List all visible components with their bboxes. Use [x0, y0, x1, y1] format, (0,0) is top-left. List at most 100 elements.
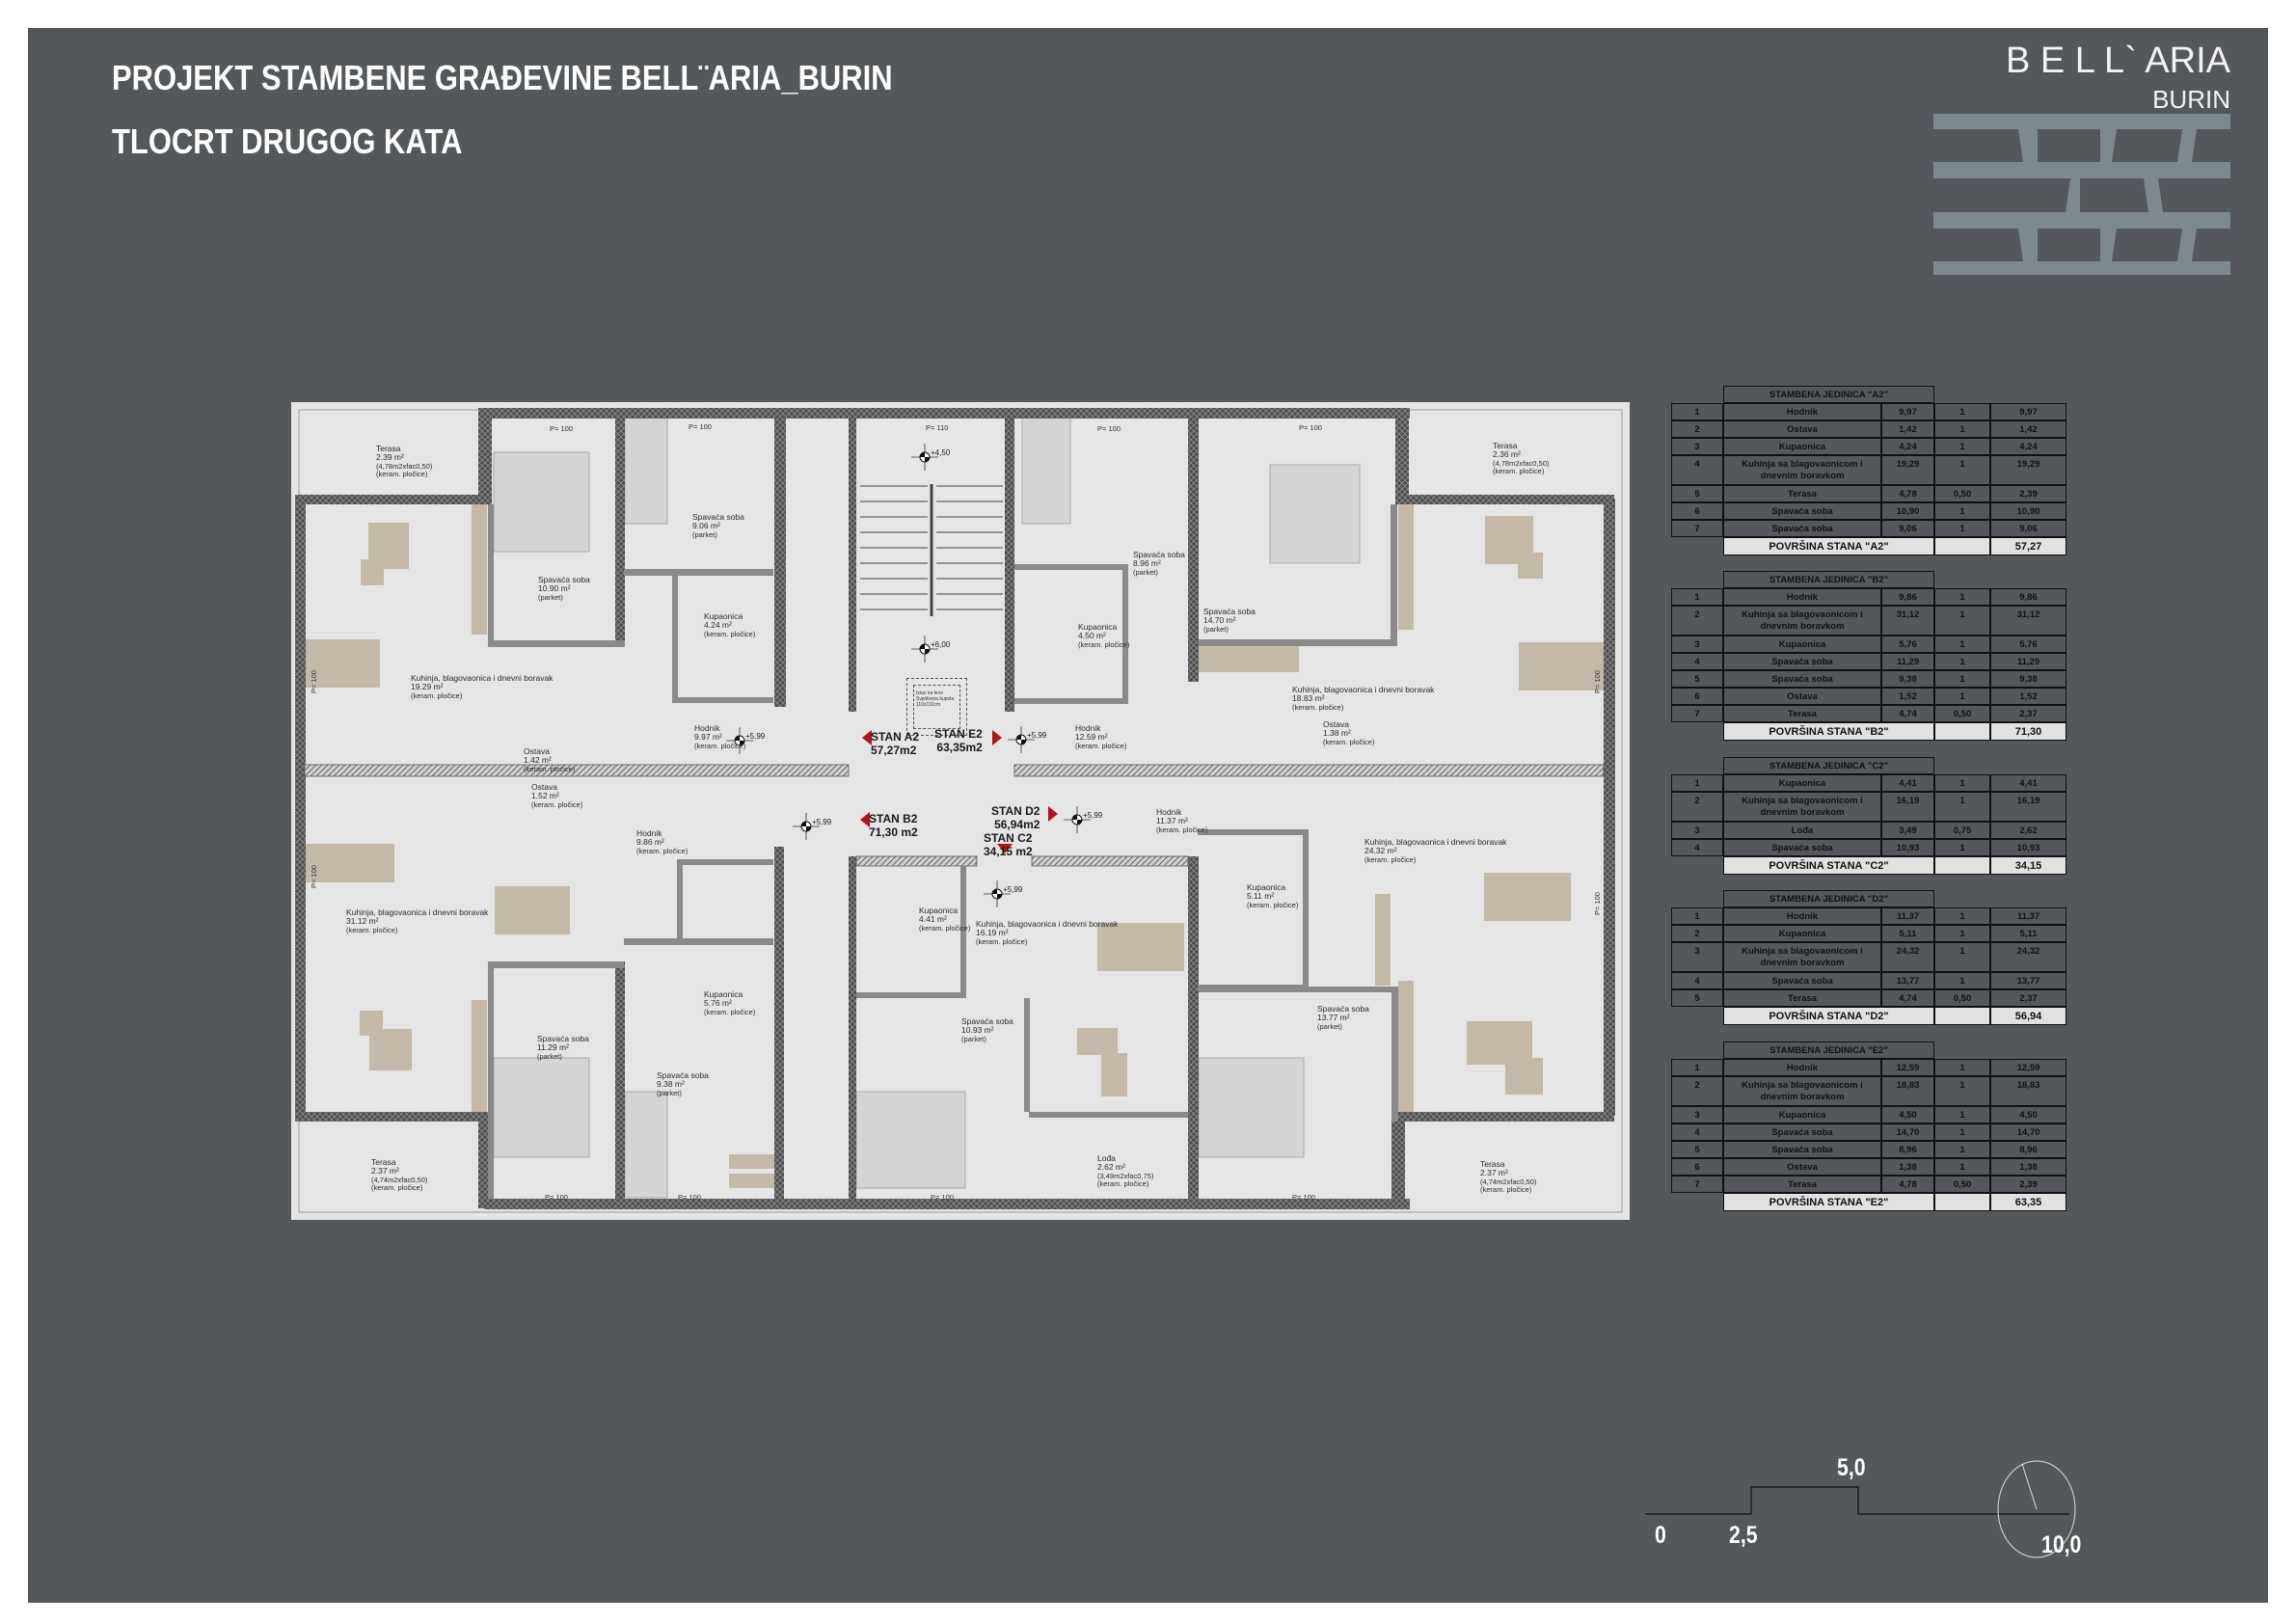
total-area: 63,35 [1990, 1193, 2066, 1211]
area-coefficient: 1 [1934, 1076, 1990, 1106]
room-name: Terasa [1480, 1159, 1505, 1169]
room-area: 12,59 [1881, 1059, 1934, 1076]
room-name: Spavaća soba [692, 512, 744, 522]
room-name: Kupaonica [704, 989, 743, 999]
area-coefficient: 0,75 [1934, 822, 1990, 839]
entrance-arrow-icon [992, 730, 1002, 745]
area-coefficient: 1 [1934, 455, 1990, 485]
total-label: POVRŠINA STANA "D2" [1723, 1007, 1934, 1025]
row-number: 5 [1671, 670, 1723, 688]
room-name: Kupaonica [1723, 1106, 1881, 1123]
apartment-area: 63,35m2 [936, 740, 983, 754]
room-floor-finish: (keram. pločice) [1364, 854, 1417, 864]
calculated-area: 9,86 [1990, 588, 2066, 606]
room-area: 9.38 m² [657, 1079, 685, 1090]
area-coefficient: 0,50 [1934, 1176, 1990, 1193]
row-number: 4 [1671, 455, 1723, 485]
room-name: Kupaonica [1078, 622, 1118, 632]
floor-plan: Izlaz na krov Svjetlosna kupola 110x110c… [291, 402, 1630, 1220]
room-area: 4,78 [1881, 1176, 1934, 1193]
calculated-area: 10,93 [1990, 839, 2066, 856]
row-number: 4 [1671, 1123, 1723, 1141]
area-coefficient: 1 [1934, 636, 1990, 653]
apartment-area: 34,15 m2 [984, 844, 1033, 858]
apartment-name: STAN B2 [869, 812, 918, 825]
room-area: 2.62 m² [1097, 1162, 1125, 1173]
room-name: Kupaonica [1723, 636, 1881, 653]
area-coefficient: 1 [1934, 1106, 1990, 1123]
room-area: 4,24 [1881, 438, 1934, 455]
room-area: 14.70 m² [1203, 615, 1236, 626]
room-area: 2.37 m² [371, 1166, 399, 1177]
room-area: 4.41 m² [919, 914, 947, 925]
area-coefficient: 1 [1934, 942, 1990, 972]
calculated-area: 2,39 [1990, 485, 2066, 502]
level-label: +5,99 [1083, 811, 1103, 820]
calculated-area: 16,19 [1990, 792, 2066, 822]
room-floor-finish: (keram. pločice) [636, 846, 689, 855]
calculated-area: 2,62 [1990, 822, 2066, 839]
total-empty-cell [1934, 1007, 1990, 1025]
total-label: POVRŠINA STANA "C2" [1723, 856, 1934, 875]
window-label: P= 100 [1299, 423, 1322, 432]
room-floor-finish: (parket) [1133, 567, 1158, 577]
room-floor-finish: (keram. pločice) [346, 925, 398, 934]
room-area: 9,86 [1881, 588, 1934, 606]
entrance-arrow-icon [860, 812, 870, 827]
room-area: 2.39 m² [376, 452, 404, 463]
room-name: Kuhinja sa blagovaonicom i dnevnim borav… [1723, 1076, 1881, 1106]
room-area-formula: (4,74m2xfac0,50) [371, 1175, 428, 1184]
total-area: 71,30 [1990, 722, 2066, 741]
window-label: P= 100 [545, 1193, 568, 1202]
level-marker-icon [911, 444, 938, 471]
room-name: Spavaća soba [1723, 520, 1881, 537]
calculated-area: 19,29 [1990, 455, 2066, 485]
row-number: 3 [1671, 438, 1723, 455]
row-number: 6 [1671, 688, 1723, 705]
room-name: Terasa [1723, 485, 1881, 502]
room-area: 11,37 [1881, 907, 1934, 925]
level-label: +5,99 [1003, 885, 1023, 894]
row-number: 6 [1671, 1158, 1723, 1176]
table-title: STAMBENA JEDINICA "D2" [1723, 890, 1934, 907]
room-area: 1,38 [1881, 1158, 1934, 1176]
room-name: Hodnik [1723, 1059, 1881, 1076]
calculated-area: 14,70 [1990, 1123, 2066, 1141]
room-name: Lođa [1097, 1153, 1116, 1163]
scale-tick-2-5: 2,5 [1729, 1522, 1758, 1549]
room-name: Lođa [1723, 822, 1881, 839]
area-coefficient: 1 [1934, 670, 1990, 688]
area-coefficient: 1 [1934, 438, 1990, 455]
furniture [305, 504, 1604, 1188]
room-area: 4.50 m² [1078, 631, 1106, 641]
room-floor-finish: (keram. pločice) [976, 936, 1028, 946]
room-name: Kuhinja, blagovaonica i dnevni boravak [1292, 685, 1435, 694]
room-area: 19,29 [1881, 455, 1934, 485]
room-area-formula: (4,74m2xfac0,50) [1480, 1177, 1537, 1186]
room-area: 8,96 [1881, 1141, 1934, 1158]
room-area: 13.77 m² [1317, 1013, 1350, 1023]
room-area: 1,42 [1881, 420, 1934, 438]
calculated-area: 9,06 [1990, 520, 2066, 537]
level-marker-icon [1008, 726, 1035, 753]
scale-tick-10-0: 10,0 [2041, 1531, 2082, 1558]
room-name: Kuhinja sa blagovaonicom i dnevnim borav… [1723, 606, 1881, 636]
room-floor-finish: (keram. pločice) [1097, 1178, 1149, 1188]
total-area: 34,15 [1990, 856, 2066, 875]
room-name: Hodnik [1723, 588, 1881, 606]
room-area: 5,11 [1881, 925, 1934, 942]
entrance-arrow-icon [1048, 806, 1058, 822]
room-floor-finish: (parket) [537, 1051, 562, 1061]
room-floor-finish: (keram. pločice) [411, 690, 463, 700]
